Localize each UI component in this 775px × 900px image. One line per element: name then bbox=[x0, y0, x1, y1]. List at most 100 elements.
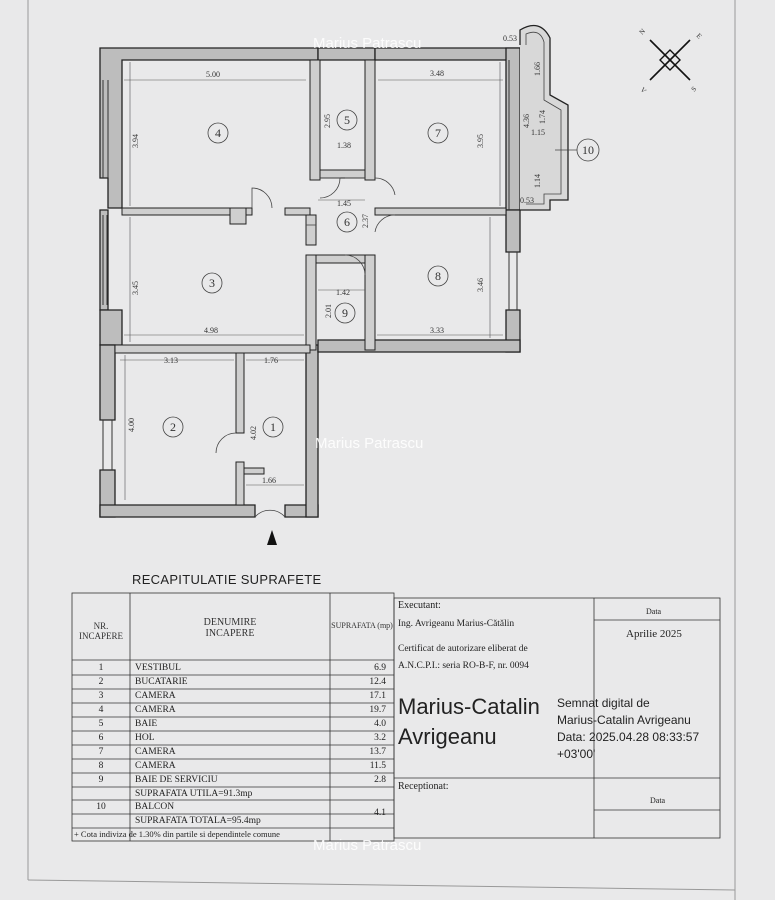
room-number-2: 2 bbox=[170, 420, 176, 434]
dim-r8-width: 3.33 bbox=[430, 326, 444, 335]
dim-r5-height: 2.95 bbox=[323, 114, 332, 128]
windows bbox=[102, 60, 518, 470]
table-row-nr: 2 bbox=[98, 677, 104, 687]
table-row-name: VESTIBUL bbox=[135, 663, 181, 673]
table-row-area: 4.0 bbox=[374, 719, 386, 729]
table-row-name: CAMERA bbox=[135, 747, 176, 757]
table-row-nr: 1 bbox=[98, 663, 104, 673]
dim-r8-height: 3.46 bbox=[476, 278, 485, 292]
dim-r7-height: 3.95 bbox=[476, 134, 485, 148]
room-circles bbox=[162, 109, 600, 438]
table-row-nr: 8 bbox=[98, 761, 104, 771]
table-row-area: 2.8 bbox=[374, 775, 386, 785]
dim-r3-height: 3.45 bbox=[131, 281, 140, 295]
compass-letters: N E V S bbox=[638, 27, 704, 95]
sheet-border-bottom bbox=[27, 879, 736, 891]
date-header: Data bbox=[646, 607, 662, 616]
dim-r3-width: 4.98 bbox=[204, 326, 218, 335]
table-row-area: 6.9 bbox=[374, 663, 386, 673]
table-title: RECAPITULATIE SUPRAFETE bbox=[132, 572, 322, 587]
certificate-line-1: Certificat de autorizare eliberat de bbox=[398, 644, 528, 654]
engineer-name: Ing. Avrigeanu Marius-Cătălin bbox=[398, 619, 515, 629]
table-row-nr: 7 bbox=[98, 747, 104, 757]
balcony-nr: 10 bbox=[96, 802, 106, 812]
table-note: + Cota indiviza de 1.30% din partile si … bbox=[74, 829, 280, 839]
col-header-area: SUPRAFATA (mp) bbox=[331, 621, 393, 630]
watermark-middle: Marius Patrascu bbox=[315, 435, 423, 452]
balcony-outline bbox=[519, 24, 569, 211]
table-row-name: BUCATARIE bbox=[135, 677, 188, 687]
dim-r4-width: 5.00 bbox=[206, 70, 220, 79]
room-number-7: 7 bbox=[435, 126, 441, 140]
receptionat-label: Receptionat: bbox=[398, 781, 449, 792]
dim-r2-width: 3.13 bbox=[164, 356, 178, 365]
dim-r6-height: 2.37 bbox=[361, 214, 370, 228]
table-row-nr: 3 bbox=[98, 691, 104, 701]
table-row-area: 13.7 bbox=[369, 747, 386, 757]
table-row-area: 3.2 bbox=[374, 733, 386, 743]
util-area-label: SUPRAFATA UTILA=91.3mp bbox=[135, 789, 253, 799]
room-number-10: 10 bbox=[582, 143, 594, 157]
room-number-6: 6 bbox=[344, 215, 350, 229]
date-header-2: Data bbox=[650, 796, 666, 805]
dim-r7-width: 3.48 bbox=[430, 69, 444, 78]
table-row-name: BAIE bbox=[135, 719, 158, 729]
table-row-nr: 5 bbox=[98, 719, 104, 729]
total-area-label: SUPRAFATA TOTALA=95.4mp bbox=[135, 816, 261, 826]
dim-r9-width: 1.42 bbox=[336, 288, 350, 297]
balcony-name: BALCON bbox=[135, 802, 175, 812]
digital-signature-details: Semnat digital de Marius-Catalin Avrigea… bbox=[557, 696, 700, 761]
signature-name-line-2: Avrigeanu bbox=[398, 724, 497, 749]
dim-r4-height: 3.94 bbox=[131, 134, 140, 148]
table-row-name: HOL bbox=[135, 733, 155, 743]
executant-label: Executant: bbox=[398, 600, 441, 611]
room-number-1: 1 bbox=[270, 420, 276, 434]
table-row-name: CAMERA bbox=[135, 705, 176, 715]
table-row-area: 17.1 bbox=[369, 691, 386, 701]
col-header-nr: NR. INCAPERE bbox=[78, 621, 123, 641]
table-row-area: 12.4 bbox=[369, 677, 386, 687]
dim-r2-height: 4.00 bbox=[127, 418, 136, 432]
table-row-nr: 9 bbox=[98, 775, 104, 785]
digital-signature-name: Marius-Catalin Avrigeanu bbox=[398, 692, 540, 752]
dim-r1-height: 4.02 bbox=[249, 426, 258, 440]
dim-r6-width: 1.45 bbox=[337, 199, 351, 208]
dim-balcony-b: 4.36 bbox=[522, 114, 531, 128]
table-row-name: CAMERA bbox=[135, 691, 176, 701]
date-value: Aprilie 2025 bbox=[626, 628, 682, 640]
room-number-9: 9 bbox=[342, 306, 348, 320]
dim-r9-height: 2.01 bbox=[324, 304, 333, 318]
table-row-area: 11.5 bbox=[369, 761, 386, 771]
dim-r1-door: 1.66 bbox=[262, 476, 276, 485]
room-number-5: 5 bbox=[344, 113, 350, 127]
balcony-inner bbox=[525, 31, 562, 205]
dim-r1-width: 1.76 bbox=[264, 356, 278, 365]
col-header-name: DENUMIRE INCAPERE bbox=[203, 617, 257, 639]
table-row-nr: 6 bbox=[98, 733, 104, 743]
dim-r5-width: 1.38 bbox=[337, 141, 351, 150]
svg-text:S: S bbox=[690, 85, 698, 93]
dim-balcony-a: 1.66 bbox=[533, 62, 542, 76]
room-number-4: 4 bbox=[215, 126, 221, 140]
room-number-3: 3 bbox=[209, 276, 215, 290]
doors bbox=[215, 177, 396, 518]
table-row-nr: 4 bbox=[98, 705, 104, 715]
svg-text:E: E bbox=[695, 32, 704, 41]
dim-balcony-d: 1.15 bbox=[531, 128, 545, 137]
signature-name-line-1: Marius-Catalin bbox=[398, 694, 540, 719]
table-row-name: BAIE DE SERVICIU bbox=[135, 775, 218, 785]
room-number-8: 8 bbox=[435, 269, 441, 283]
balcony-area: 4.1 bbox=[374, 808, 386, 818]
dim-balcony-c: 1.74 bbox=[538, 110, 547, 124]
dim-balcony-e: 1.14 bbox=[533, 174, 542, 188]
certificate-line-2: A.N.C.P.I.: seria RO-B-F, nr. 0094 bbox=[398, 661, 529, 671]
dim-balcony-f: 0.53 bbox=[520, 196, 534, 205]
svg-text:V: V bbox=[639, 86, 648, 95]
north-arrow-icon bbox=[649, 39, 691, 81]
watermark-top: Marius Patrascu bbox=[313, 35, 421, 52]
svg-text:N: N bbox=[638, 27, 647, 36]
watermark-bottom: Marius Patrascu bbox=[313, 837, 421, 854]
interior-walls bbox=[114, 59, 507, 506]
